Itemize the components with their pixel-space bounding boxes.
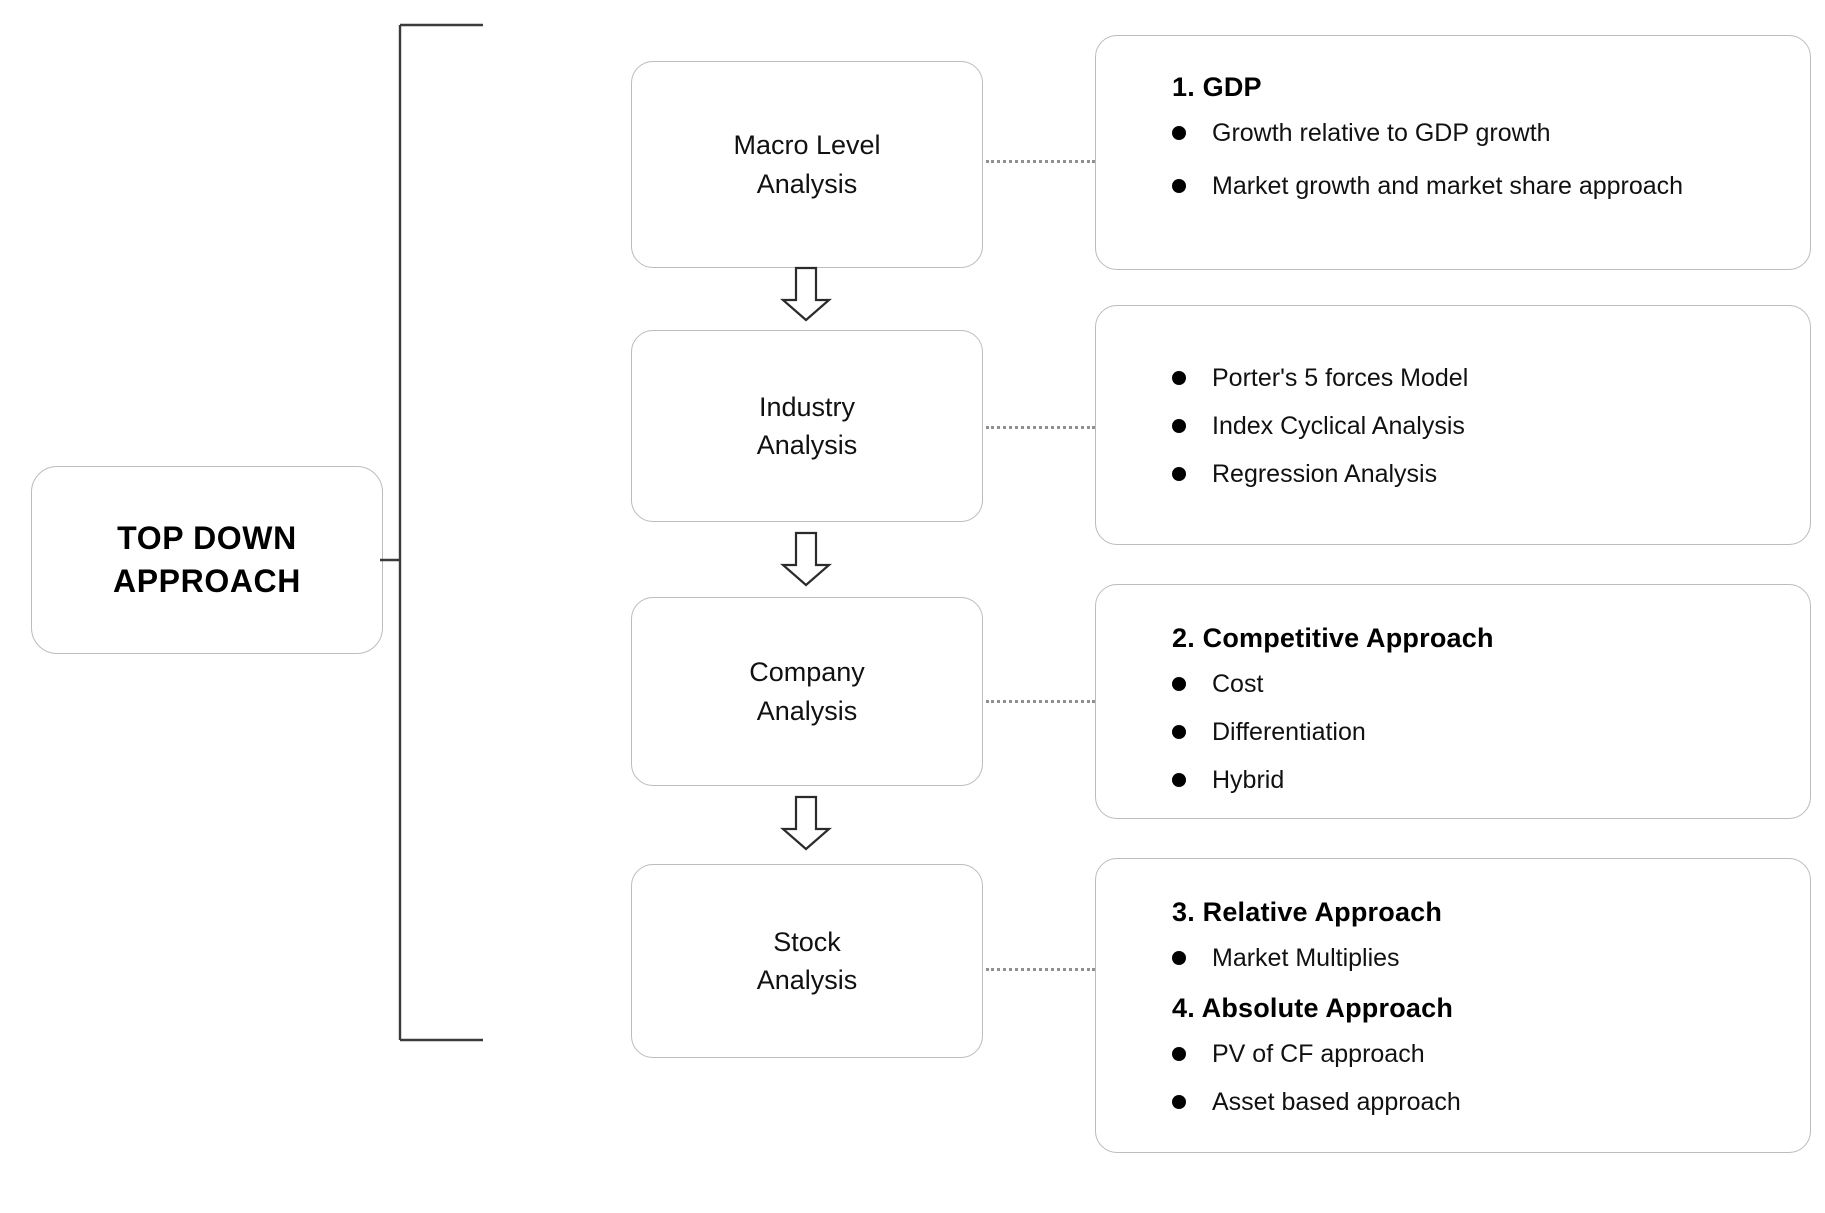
bullet-dot-icon	[1172, 371, 1186, 385]
stage-label-line-1: Macro Level	[733, 130, 881, 161]
bullet-dot-icon	[1172, 1095, 1186, 1109]
panel-heading: 2. Competitive Approach	[1172, 623, 1494, 653]
list-item-label: Cost	[1212, 670, 1264, 698]
detail-panel-industry-methods[interactable]: Porter's 5 forces Model Index Cyclical A…	[1095, 305, 1811, 545]
panel-content: 2. Competitive Approach Cost Differentia…	[1096, 585, 1810, 797]
list-item-label: Growth relative to GDP growth	[1212, 119, 1551, 147]
list-item: Hybrid	[1158, 764, 1782, 797]
list-item-label: Market Multiplies	[1212, 944, 1400, 972]
list-item-label: Asset based approach	[1212, 1088, 1461, 1116]
panel-content: 1. GDP Growth relative to GDP growth Mar…	[1096, 36, 1810, 203]
list-item: Differentiation	[1158, 716, 1782, 749]
root-node-top-down-approach[interactable]: TOP DOWN APPROACH	[31, 466, 383, 654]
stage-label-line-2: Analysis	[756, 430, 858, 460]
bullet-dot-icon	[1172, 951, 1186, 965]
dotted-line-connector-industry	[986, 426, 1095, 429]
list-item: PV of CF approach	[1158, 1038, 1782, 1071]
dotted-line-connector-stock	[986, 968, 1095, 971]
list-item-label: Regression Analysis	[1212, 460, 1438, 488]
detail-panel-gdp[interactable]: 1. GDP Growth relative to GDP growth Mar…	[1095, 35, 1811, 270]
bullet-dot-icon	[1172, 773, 1186, 787]
list-item-label: Porter's 5 forces Model	[1212, 364, 1469, 392]
root-title-line-2: APPROACH	[113, 563, 301, 599]
dotted-line-connector-macro	[986, 160, 1095, 163]
stage-label-line-1: Company	[749, 657, 865, 688]
list-item-label: Hybrid	[1212, 766, 1285, 794]
stage-label-line-1: Stock	[773, 926, 841, 957]
bullet-dot-icon	[1172, 1047, 1186, 1061]
stage-box-stock-analysis[interactable]: Stock Analysis	[631, 864, 983, 1058]
stage-box-macro-level-analysis[interactable]: Macro Level Analysis	[631, 61, 983, 268]
panel-heading: 1. GDP	[1172, 72, 1262, 102]
detail-panel-valuation-approach[interactable]: 3. Relative Approach Market Multiplies 4…	[1095, 858, 1811, 1153]
list-item: Asset based approach	[1158, 1086, 1782, 1119]
dotted-line-connector-company	[986, 700, 1095, 703]
list-item: Index Cyclical Analysis	[1158, 410, 1782, 443]
stage-label-line-2: Analysis	[756, 965, 858, 995]
list-item-label: Index Cyclical Analysis	[1212, 412, 1465, 440]
bullet-dot-icon	[1172, 725, 1186, 739]
list-item-label: Market growth and market share approach	[1212, 172, 1684, 200]
stage-label-line-2: Analysis	[756, 695, 858, 726]
list-item: Market Multiplies	[1158, 942, 1782, 975]
panel-content: Porter's 5 forces Model Index Cyclical A…	[1096, 306, 1810, 491]
stage-label-line-2: Analysis	[756, 168, 858, 199]
panel-content: 3. Relative Approach Market Multiplies 4…	[1096, 859, 1810, 1119]
list-item-label: PV of CF approach	[1212, 1040, 1425, 1068]
bullet-dot-icon	[1172, 419, 1186, 433]
down-arrow-icon	[780, 266, 832, 322]
panel-heading: 4. Absolute Approach	[1172, 993, 1454, 1023]
stage-box-industry-analysis[interactable]: Industry Analysis	[631, 330, 983, 522]
bullet-dot-icon	[1172, 179, 1186, 193]
detail-panel-competitive-approach[interactable]: 2. Competitive Approach Cost Differentia…	[1095, 584, 1811, 819]
bullet-dot-icon	[1172, 126, 1186, 140]
root-title-line-1: TOP DOWN	[117, 520, 297, 557]
stage-label-line-1: Industry	[758, 391, 856, 422]
bullet-dot-icon	[1172, 677, 1186, 691]
bullet-dot-icon	[1172, 467, 1186, 481]
list-item: Growth relative to GDP growth	[1158, 117, 1782, 150]
list-item: Market growth and market share approach	[1158, 170, 1782, 203]
panel-heading: 3. Relative Approach	[1172, 897, 1443, 927]
list-item: Cost	[1158, 668, 1782, 701]
bracket-connector-icon	[380, 23, 483, 1042]
stage-box-company-analysis[interactable]: Company Analysis	[631, 597, 983, 786]
down-arrow-icon	[780, 795, 832, 851]
list-item: Regression Analysis	[1158, 458, 1782, 491]
down-arrow-icon	[780, 531, 832, 587]
list-item: Porter's 5 forces Model	[1158, 362, 1782, 395]
list-item-label: Differentiation	[1212, 718, 1366, 746]
